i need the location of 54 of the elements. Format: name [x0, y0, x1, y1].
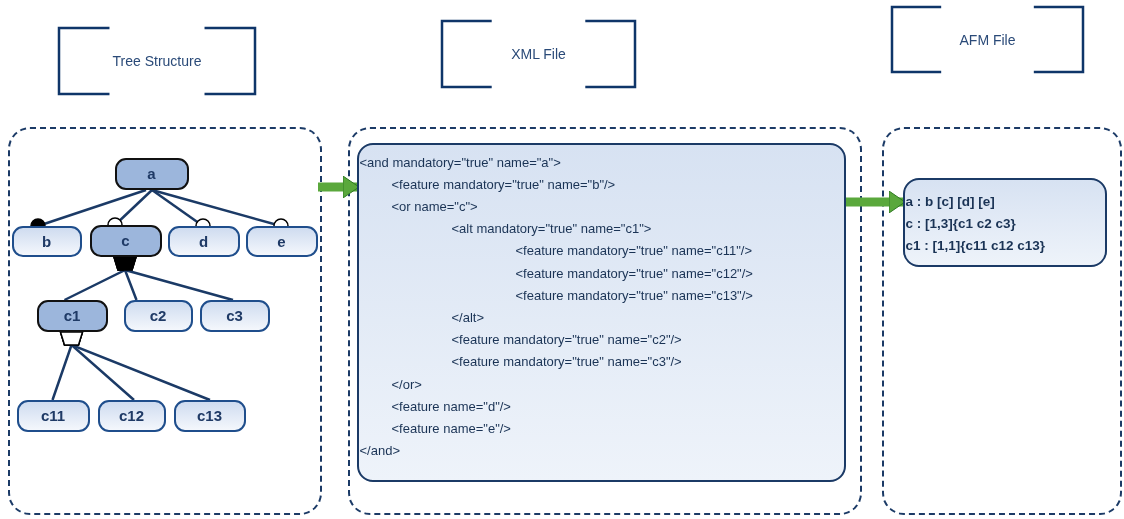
feature-node	[123, 299, 193, 332]
block-arrow	[846, 190, 906, 214]
dashed-panel	[882, 127, 1122, 515]
feature-label: a	[147, 165, 156, 182]
feature-node	[114, 157, 189, 190]
code-line: <and mandatory="true" name="a">	[359, 154, 561, 171]
feature-node	[167, 225, 240, 257]
feature-label: c13	[197, 407, 222, 424]
feature-label: c12	[119, 407, 144, 424]
heading-text: XML File	[511, 46, 566, 62]
code-line: <feature name="e"/>	[391, 420, 511, 437]
code-box	[902, 177, 1107, 267]
feature-label: c2	[149, 307, 167, 324]
feature-node	[16, 399, 90, 432]
feature-label: c1	[63, 307, 81, 324]
feature-label: b	[41, 232, 52, 250]
feature-label: c11	[40, 407, 66, 424]
tree-connector	[113, 256, 234, 302]
rule-line: a : b [c] [d] [e]	[905, 193, 995, 210]
feature-node	[89, 224, 162, 257]
code-line: <feature mandatory="true" name="c13"/>	[515, 287, 753, 304]
feature-label: c	[121, 232, 130, 249]
heading-text: AFM File	[959, 31, 1016, 48]
dashed-panel	[348, 127, 862, 515]
code-line: <alt mandatory="true" name="c1">	[451, 221, 652, 238]
code-line: <feature mandatory="true" name="c11"/>	[515, 243, 752, 260]
feature-label: c3	[226, 307, 243, 324]
code-line: </alt>	[451, 309, 485, 326]
rule-line: c1 : [1,1]{c11 c12 c13}	[905, 237, 1046, 254]
code-line: <feature name="d"/>	[391, 398, 511, 415]
code-line: <feature mandatory="true" name="c2"/>	[451, 332, 682, 349]
feature-node	[36, 299, 108, 332]
feature-node	[199, 299, 270, 332]
bracket-heading	[58, 27, 256, 95]
code-line: </or>	[391, 376, 422, 393]
bracket-heading	[441, 20, 636, 88]
bracket-heading	[891, 6, 1084, 73]
feature-node	[11, 225, 82, 257]
feature-node	[97, 399, 166, 432]
code-line: <feature mandatory="true" name="b"/>	[391, 176, 616, 193]
code-line: <feature mandatory="true" name="c3"/>	[451, 354, 682, 371]
dashed-panel	[8, 127, 322, 515]
feature-label: d	[198, 232, 209, 250]
tree-connector	[59, 331, 211, 402]
heading-text: Tree Structure	[112, 53, 202, 69]
code-line: <or name="c">	[391, 198, 478, 215]
code-line: </and>	[359, 443, 400, 460]
code-box	[356, 142, 846, 482]
code-line: <feature mandatory="true" name="c12"/>	[515, 265, 753, 282]
feature-node	[245, 225, 318, 257]
rule-line: c : [1,3]{c1 c2 c3}	[905, 215, 1016, 232]
feature-label: e	[277, 232, 286, 250]
feature-node	[173, 399, 246, 432]
block-arrow	[318, 175, 360, 199]
